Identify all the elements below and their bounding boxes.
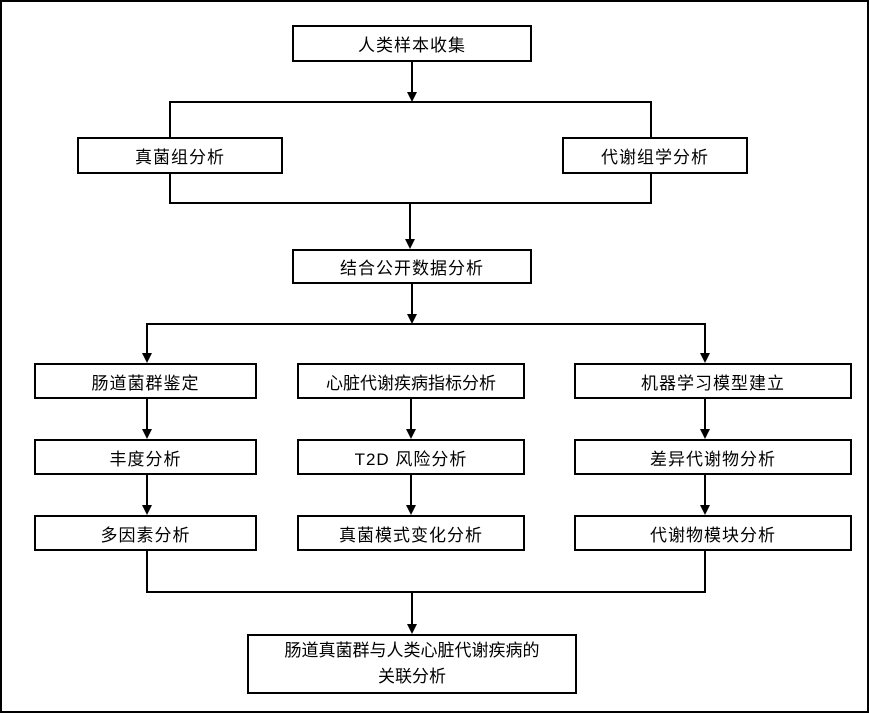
arrowhead-merge-to-association	[407, 624, 417, 634]
node-public-data-analysis: 结合公开数据分析	[292, 249, 532, 284]
node-multifactor-analysis: 多因素分析	[34, 515, 257, 551]
arrowhead-gut-to-abundance	[142, 429, 152, 439]
node-metabolomics-analysis: 代谢组学分析	[562, 137, 748, 174]
node-t2d-risk-analysis: T2D 风险分析	[297, 439, 525, 475]
association-analysis-line1: 肠道真菌群与人类心脏代谢疾病的	[284, 641, 540, 660]
node-human-sample-collection: 人类样本收集	[292, 25, 532, 62]
association-analysis-line2: 关联分析	[378, 667, 446, 686]
arrowhead-split-to-public	[405, 239, 415, 249]
arrowhead-diff-to-module	[700, 505, 710, 515]
arrowhead-abundance-to-multifactor	[142, 505, 152, 515]
node-mycobiome-analysis: 真菌组分析	[77, 137, 283, 174]
arrowhead-sample-to-split	[407, 92, 417, 102]
node-machine-learning-model: 机器学习模型建立	[574, 363, 852, 399]
node-association-analysis: 肠道真菌群与人类心脏代谢疾病的 关联分析	[247, 634, 577, 694]
node-cardiometabolic-indicator-analysis: 心脏代谢疾病指标分析	[297, 363, 525, 399]
node-abundance-analysis: 丰度分析	[34, 439, 257, 475]
node-metabolite-module-analysis: 代谢物模块分析	[574, 515, 852, 551]
node-fungal-pattern-change-analysis: 真菌模式变化分析	[297, 515, 525, 551]
arrowhead-branch-right	[700, 353, 710, 363]
arrowhead-ml-to-diff-metabolite	[700, 429, 710, 439]
arrowhead-public-to-branch	[407, 314, 417, 324]
arrowhead-t2d-to-fungal-pattern	[406, 505, 416, 515]
connector-merge-line	[146, 551, 706, 593]
node-gut-flora-identification: 肠道菌群鉴定	[34, 363, 257, 399]
arrowhead-cardio-to-t2d	[406, 429, 416, 439]
connector-branch-line	[146, 323, 706, 354]
node-differential-metabolite-analysis: 差异代谢物分析	[574, 439, 852, 475]
arrowhead-branch-left	[142, 353, 152, 363]
